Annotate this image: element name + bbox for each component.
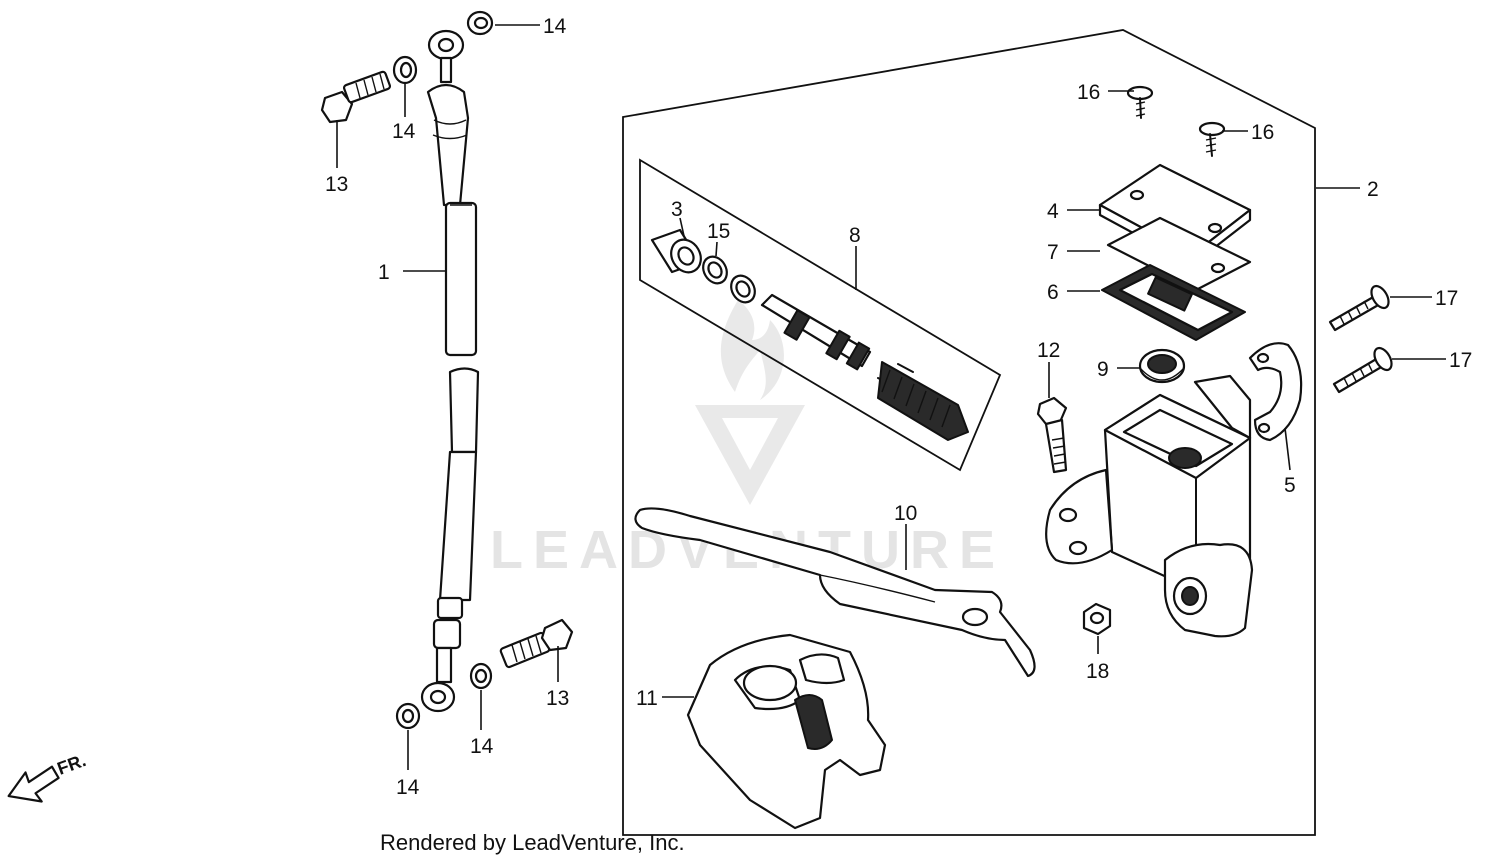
leader-lines	[336, 24, 1446, 770]
master-cylinder-holder	[1248, 342, 1303, 442]
banjo-bolt-lower	[499, 618, 574, 669]
piston-spring	[877, 361, 969, 441]
cap-screw-2	[1198, 121, 1226, 157]
callout-17-upper: 17	[1435, 287, 1458, 310]
reservoir-seal	[1138, 348, 1186, 384]
front-direction-arrow: FR.	[7, 750, 89, 803]
brake-hose	[420, 29, 480, 713]
callout-7: 7	[1047, 241, 1059, 264]
callout-5: 5	[1284, 474, 1296, 497]
callout-14-bottom: 14	[396, 776, 420, 799]
callout-12: 12	[1037, 339, 1060, 362]
banjo-bolt-upper	[320, 70, 392, 124]
piston-boot	[650, 228, 702, 274]
piston	[760, 293, 872, 371]
front-direction-label: FR.	[55, 750, 89, 779]
callout-13-lower: 13	[546, 687, 569, 710]
callout-1: 1	[378, 261, 390, 284]
assembly-frame	[622, 29, 1316, 836]
holder-bolt-1	[1328, 284, 1390, 332]
callout-18: 18	[1086, 660, 1109, 683]
callout-17-lower: 17	[1449, 349, 1472, 372]
callout-3: 3	[671, 198, 683, 221]
holder-bolt-2	[1332, 346, 1393, 394]
washer-lower-2	[395, 702, 421, 730]
callout-16-left: 16	[1077, 81, 1100, 104]
washer-lower-1	[469, 662, 493, 690]
diaphragm	[1101, 264, 1246, 341]
callout-14-upper: 14	[392, 120, 416, 143]
callout-9: 9	[1097, 358, 1109, 381]
callout-16-right: 16	[1251, 121, 1274, 144]
callout-8: 8	[849, 224, 861, 247]
callout-14-top: 14	[543, 15, 567, 38]
cap-screw-1	[1126, 85, 1154, 119]
callout-2: 2	[1367, 178, 1379, 201]
pivot-nut	[1082, 602, 1112, 636]
washer-upper-1	[392, 55, 418, 85]
callout-4: 4	[1047, 200, 1059, 223]
washer-upper-2	[466, 10, 494, 36]
piston-kit-frame	[639, 158, 1002, 472]
callout-11: 11	[636, 687, 658, 710]
brake-lever	[634, 507, 1036, 678]
piston-washer	[730, 274, 756, 304]
callout-6: 6	[1047, 281, 1059, 304]
callout-15: 15	[707, 220, 730, 243]
lever-cover	[686, 633, 887, 830]
master-cylinder-body	[1045, 374, 1254, 638]
circlip	[702, 255, 728, 285]
callout-13-upper: 13	[325, 173, 348, 196]
callout-14-lower: 14	[470, 735, 494, 758]
pivot-bolt	[1036, 396, 1068, 474]
callout-10: 10	[894, 502, 917, 525]
rendered-by-footer: Rendered by LeadVenture, Inc.	[380, 830, 685, 855]
watermark-logo	[695, 300, 805, 505]
